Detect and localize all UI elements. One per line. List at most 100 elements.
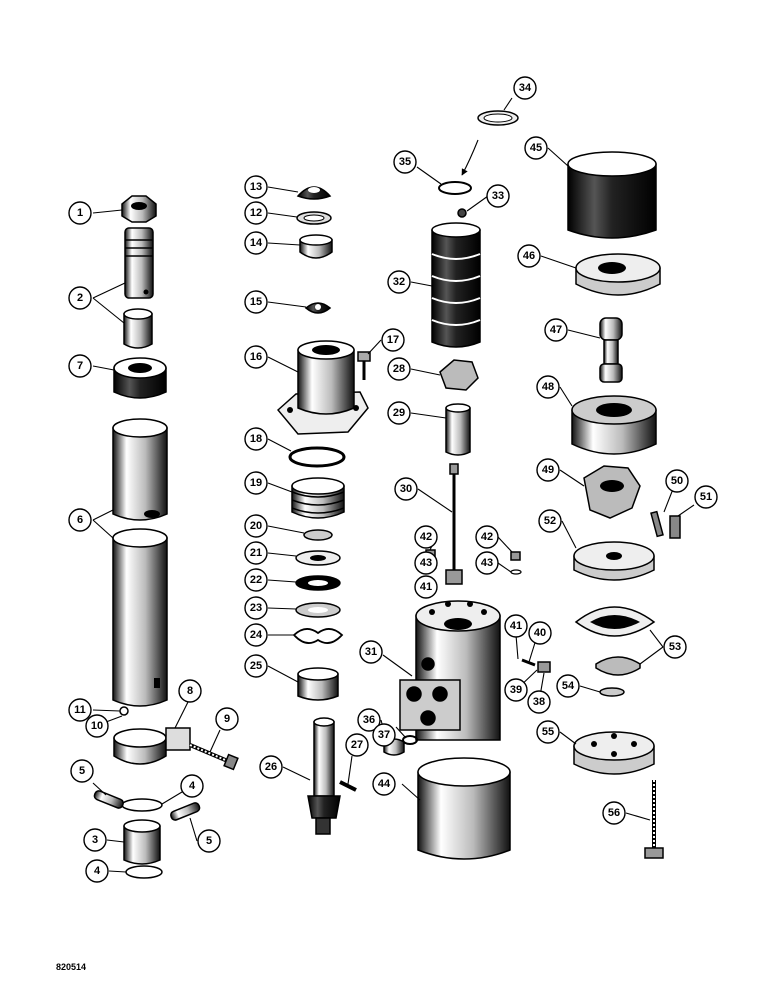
callout-42a: 42 (414, 525, 438, 549)
end-cap-part (573, 731, 655, 775)
drive-link-part (445, 463, 463, 585)
callout-32: 32 (387, 270, 411, 294)
check-plate-part (595, 656, 641, 676)
coupling-part (123, 819, 161, 865)
spacer-plate-part (573, 541, 655, 581)
callout-35: 35 (393, 150, 417, 174)
callout-37: 37 (372, 723, 396, 747)
callout-25-label: 25 (250, 660, 262, 672)
callout-20: 20 (244, 514, 268, 538)
callout-9: 9 (215, 707, 239, 731)
callout-21-label: 21 (250, 547, 262, 559)
callout-2-label: 2 (77, 292, 83, 304)
lower-o-ring-part (125, 865, 163, 879)
callout-43a: 43 (414, 551, 438, 575)
clamp-part (113, 727, 191, 765)
callout-37-label: 37 (378, 729, 390, 741)
callout-5b-label: 5 (206, 835, 212, 847)
callout-18-label: 18 (250, 433, 262, 445)
callout-31-label: 31 (365, 646, 377, 658)
spring-part (291, 477, 345, 519)
callout-4b-label: 4 (94, 865, 101, 877)
callout-31: 31 (359, 640, 383, 664)
callout-41b-label: 41 (510, 620, 522, 632)
pin-right-part (170, 802, 201, 821)
callout-56: 56 (602, 801, 626, 825)
callout-23: 23 (244, 596, 268, 620)
callout-45-label: 45 (530, 142, 542, 154)
retainer-part (299, 234, 333, 259)
callout-1: 1 (68, 201, 92, 225)
clamp-bolt-part (189, 743, 239, 771)
callout-56-label: 56 (608, 807, 620, 819)
callout-4a: 4 (180, 774, 204, 798)
callout-41b: 41 (504, 614, 528, 638)
callout-51: 51 (694, 485, 718, 509)
callout-17-label: 17 (387, 334, 399, 346)
motor-sleeve-part (567, 151, 657, 239)
callout-33-label: 33 (492, 190, 504, 202)
callout-42b-label: 42 (481, 531, 493, 543)
seal-plate-part (574, 606, 656, 637)
callout-29-label: 29 (393, 407, 405, 419)
callout-7: 7 (68, 354, 92, 378)
callout-44: 44 (372, 772, 396, 796)
callout-4b: 4 (85, 859, 109, 883)
callout-36-label: 36 (363, 714, 375, 726)
callout-8-label: 8 (187, 685, 193, 697)
callout-25: 25 (244, 654, 268, 678)
callout-30-label: 30 (400, 483, 412, 495)
callout-54: 54 (556, 674, 580, 698)
callout-33: 33 (486, 184, 510, 208)
bearing-ball-part (304, 302, 332, 314)
spool-snap-ring-part (438, 181, 472, 195)
drive-shaft-part (599, 317, 623, 383)
callout-34: 34 (513, 76, 537, 100)
callout-15-label: 15 (250, 296, 262, 308)
callout-47-label: 47 (550, 324, 562, 336)
callout-21: 21 (244, 541, 268, 565)
callout-43a-label: 43 (420, 557, 432, 569)
callout-42a-label: 42 (420, 531, 432, 543)
callout-20-label: 20 (250, 520, 262, 532)
callout-50-label: 50 (671, 475, 683, 487)
callout-4a-label: 4 (189, 780, 196, 792)
callout-14: 14 (244, 231, 268, 255)
nut-part (121, 195, 157, 223)
callout-35-label: 35 (399, 156, 411, 168)
callout-43b: 43 (475, 551, 499, 575)
callout-46: 46 (517, 244, 541, 268)
small-ball-part (119, 706, 129, 716)
callout-43b-label: 43 (481, 557, 493, 569)
callout-49-label: 49 (542, 464, 554, 476)
callout-51-label: 51 (700, 491, 712, 503)
callout-30: 30 (394, 477, 418, 501)
callout-29: 29 (387, 401, 411, 425)
callout-38: 38 (527, 690, 551, 714)
callout-19: 19 (244, 471, 268, 495)
document-id: 820514 (56, 962, 87, 972)
callout-38-label: 38 (533, 696, 545, 708)
snap-ring-lower-part (303, 529, 333, 541)
pin-left-part (93, 790, 124, 809)
callout-16-label: 16 (250, 351, 262, 363)
callout-27-label: 27 (351, 739, 363, 751)
wave-spring-part (292, 628, 344, 644)
callout-55: 55 (536, 720, 560, 744)
cap-screw-part (644, 780, 664, 859)
upper-shaft-part (124, 227, 154, 299)
callout-42b: 42 (475, 525, 499, 549)
callout-17: 17 (381, 328, 405, 352)
callout-48: 48 (536, 375, 560, 399)
plug-o-ring-part (402, 735, 418, 745)
callout-5a-label: 5 (79, 765, 85, 777)
callout-46-label: 46 (523, 250, 535, 262)
callout-36: 36 (357, 708, 381, 732)
spool-sleeve-part (431, 222, 481, 348)
callout-6-label: 6 (77, 514, 83, 526)
callout-50: 50 (665, 469, 689, 493)
callout-10: 10 (85, 714, 109, 738)
roll-pin-part (339, 780, 357, 792)
callout-32-label: 32 (393, 276, 405, 288)
